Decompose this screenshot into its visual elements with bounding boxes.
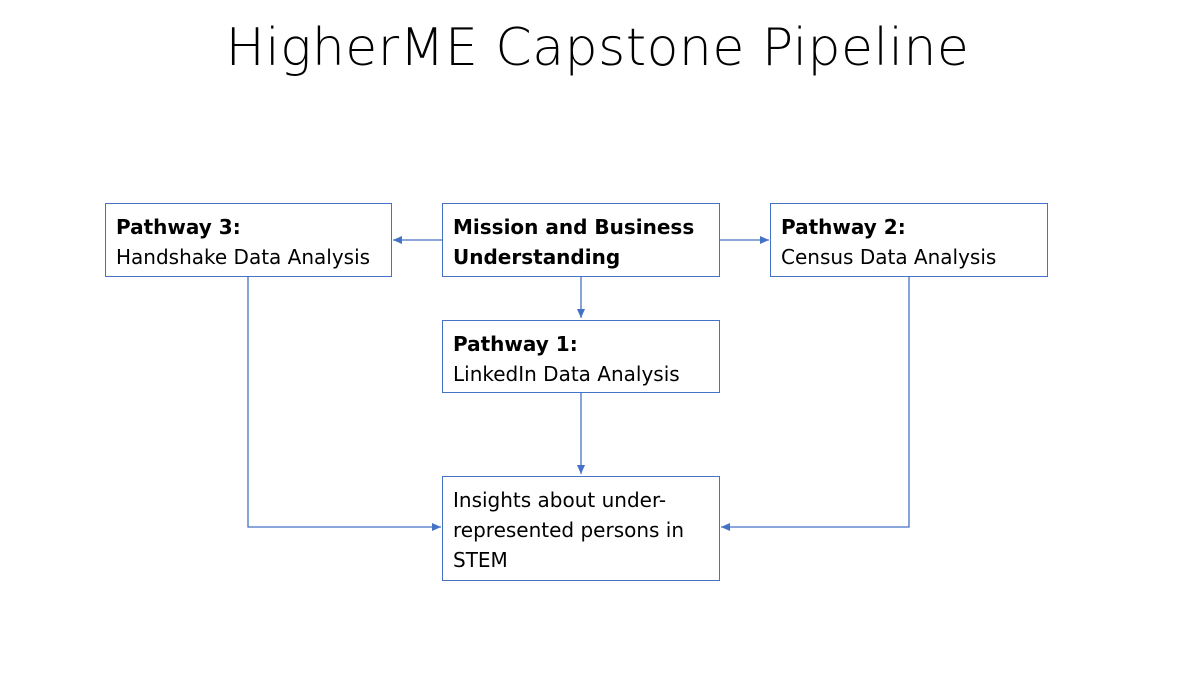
node-pathway-3: Pathway 3: Handshake Data Analysis	[105, 203, 392, 277]
node-pathway-2: Pathway 2: Census Data Analysis	[770, 203, 1048, 277]
node-insights-text: Insights about under-represented persons…	[453, 488, 685, 572]
node-pathway-2-text: Census Data Analysis	[781, 245, 997, 269]
node-pathway-1-heading: Pathway 1:	[453, 332, 578, 356]
node-mission: Mission and Business Understanding	[442, 203, 720, 277]
node-pathway-2-heading: Pathway 2:	[781, 215, 906, 239]
edge-pathway2-to-insights	[721, 276, 910, 531]
node-pathway-1-text: LinkedIn Data Analysis	[453, 362, 680, 386]
node-pathway-3-text: Handshake Data Analysis	[116, 245, 371, 269]
edge-pathway3-to-insights	[247, 276, 441, 531]
node-mission-heading: Mission and Business Understanding	[453, 215, 695, 269]
node-pathway-3-heading: Pathway 3:	[116, 215, 241, 239]
diagram-title: HigherME Capstone Pipeline	[225, 18, 970, 78]
node-insights: Insights about under-represented persons…	[442, 476, 720, 581]
node-pathway-1: Pathway 1: LinkedIn Data Analysis	[442, 320, 720, 393]
